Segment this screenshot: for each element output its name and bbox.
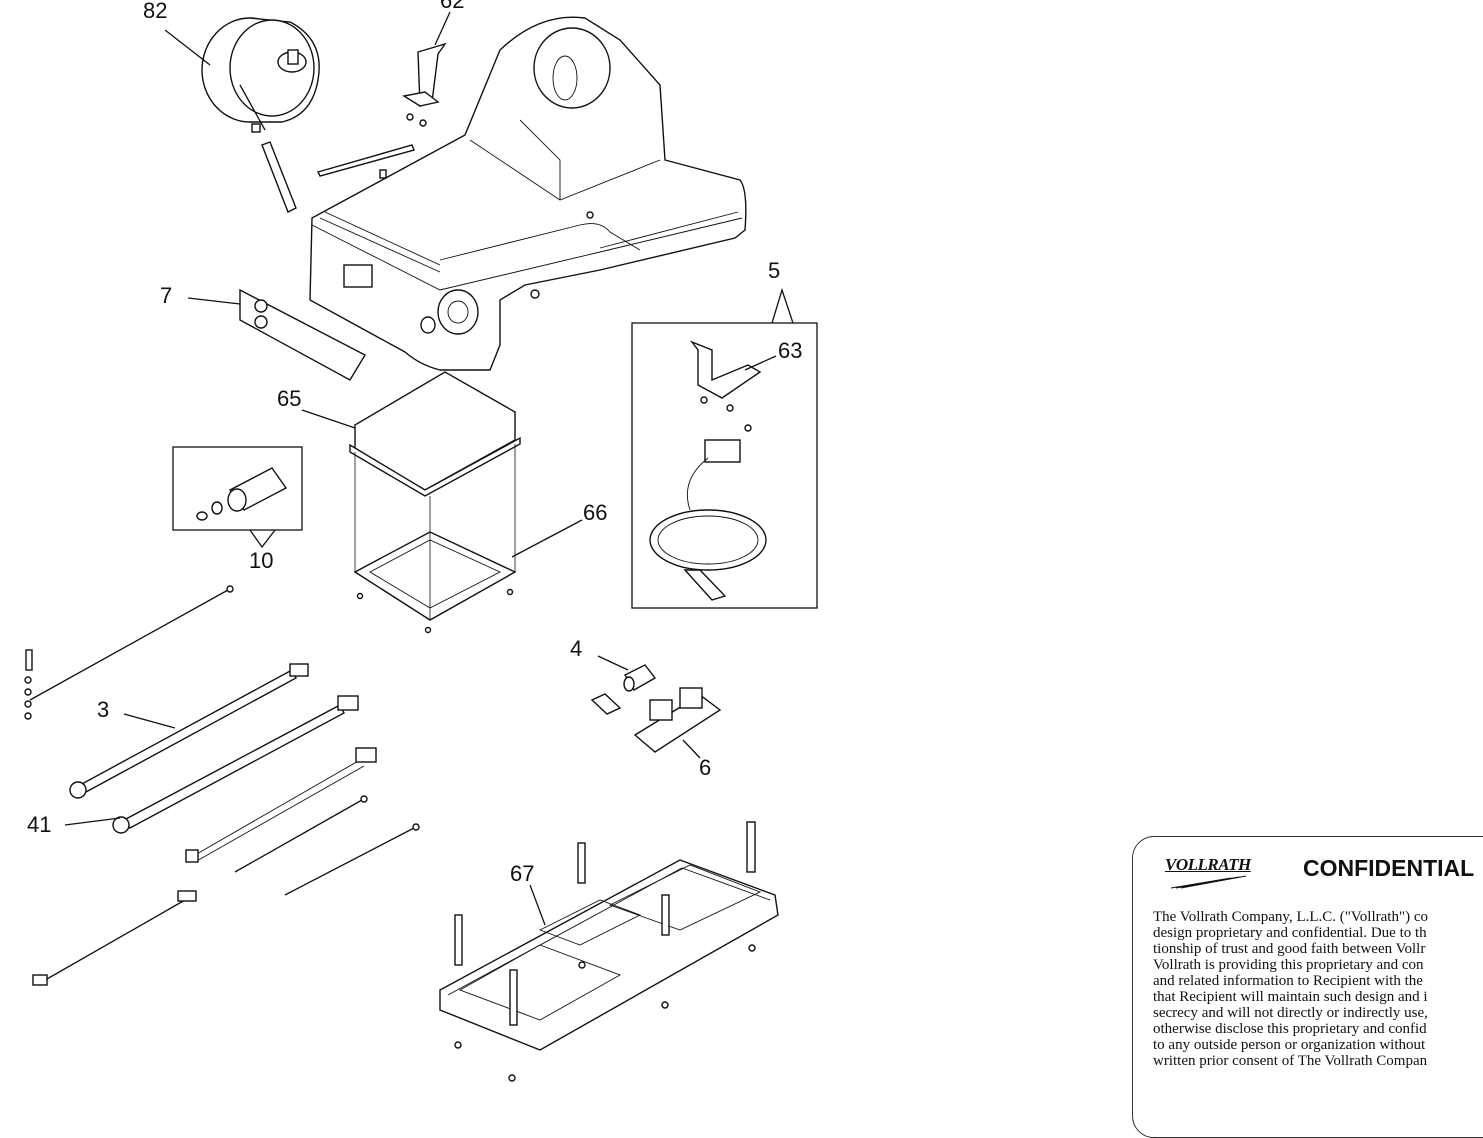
notice-body: The Vollrath Company, L.L.C. ("Vollrath"… — [1153, 909, 1483, 1069]
callout-66: 66 — [583, 500, 607, 525]
callout-labels: 82 62 7 5 63 65 10 66 4 3 6 41 67 — [27, 0, 802, 886]
base-tray-67 — [439, 821, 779, 1082]
notice-line: The Vollrath Company, L.L.C. ("Vollrath"… — [1153, 909, 1428, 925]
exploded-parts-diagram: 82 62 7 5 63 65 10 66 4 3 6 41 67 — [24, 0, 818, 1082]
callout-7: 7 — [160, 283, 172, 308]
base-66 — [353, 444, 517, 634]
bracket-62 — [402, 42, 447, 127]
callout-4: 4 — [570, 636, 582, 661]
vollrath-logo: VOLLRATH — [1165, 855, 1251, 874]
notice-line: that Recipient will maintain such design… — [1153, 989, 1428, 1005]
control-board-6 — [590, 687, 722, 753]
notice-line: Vollrath is providing this proprietary a… — [1153, 957, 1424, 973]
main-housing — [309, 16, 747, 371]
callout-41: 41 — [27, 812, 51, 837]
notice-line: written prior consent of The Vollrath Co… — [1153, 1053, 1428, 1069]
kit-5 — [631, 287, 818, 609]
motor-assembly — [201, 17, 320, 213]
notice-line: tionship of trust and good faith between… — [1153, 941, 1426, 957]
block-65 — [349, 371, 521, 497]
callout-65: 65 — [277, 386, 301, 411]
switch-4 — [623, 664, 657, 692]
plate-7 — [239, 288, 366, 381]
confidential-notice: VOLLRATH CONFIDENTIAL The Vollrath Compa… — [1132, 836, 1483, 1138]
callout-5: 5 — [768, 258, 780, 283]
logo-stripes — [1171, 875, 1247, 889]
leader-lines — [64, 11, 777, 926]
wire-harnesses — [24, 585, 420, 986]
callout-10: 10 — [249, 548, 273, 573]
notice-line: design proprietary and confidential. Due… — [1153, 925, 1427, 941]
callout-6: 6 — [699, 755, 711, 780]
callout-67: 67 — [510, 861, 534, 886]
kit-10 — [172, 446, 303, 549]
notice-line: to any outside person or organization wi… — [1153, 1037, 1426, 1053]
notice-line: and related information to Recipient wit… — [1153, 973, 1423, 989]
callout-3: 3 — [97, 697, 109, 722]
callout-63: 63 — [778, 338, 802, 363]
callout-62: 62 — [440, 0, 464, 13]
notice-line: secrecy and will not directly or indirec… — [1153, 1005, 1428, 1021]
notice-line: otherwise disclose this proprietary and … — [1153, 1021, 1427, 1037]
notice-title: CONFIDENTIAL — [1303, 855, 1475, 881]
callout-82: 82 — [143, 0, 167, 23]
